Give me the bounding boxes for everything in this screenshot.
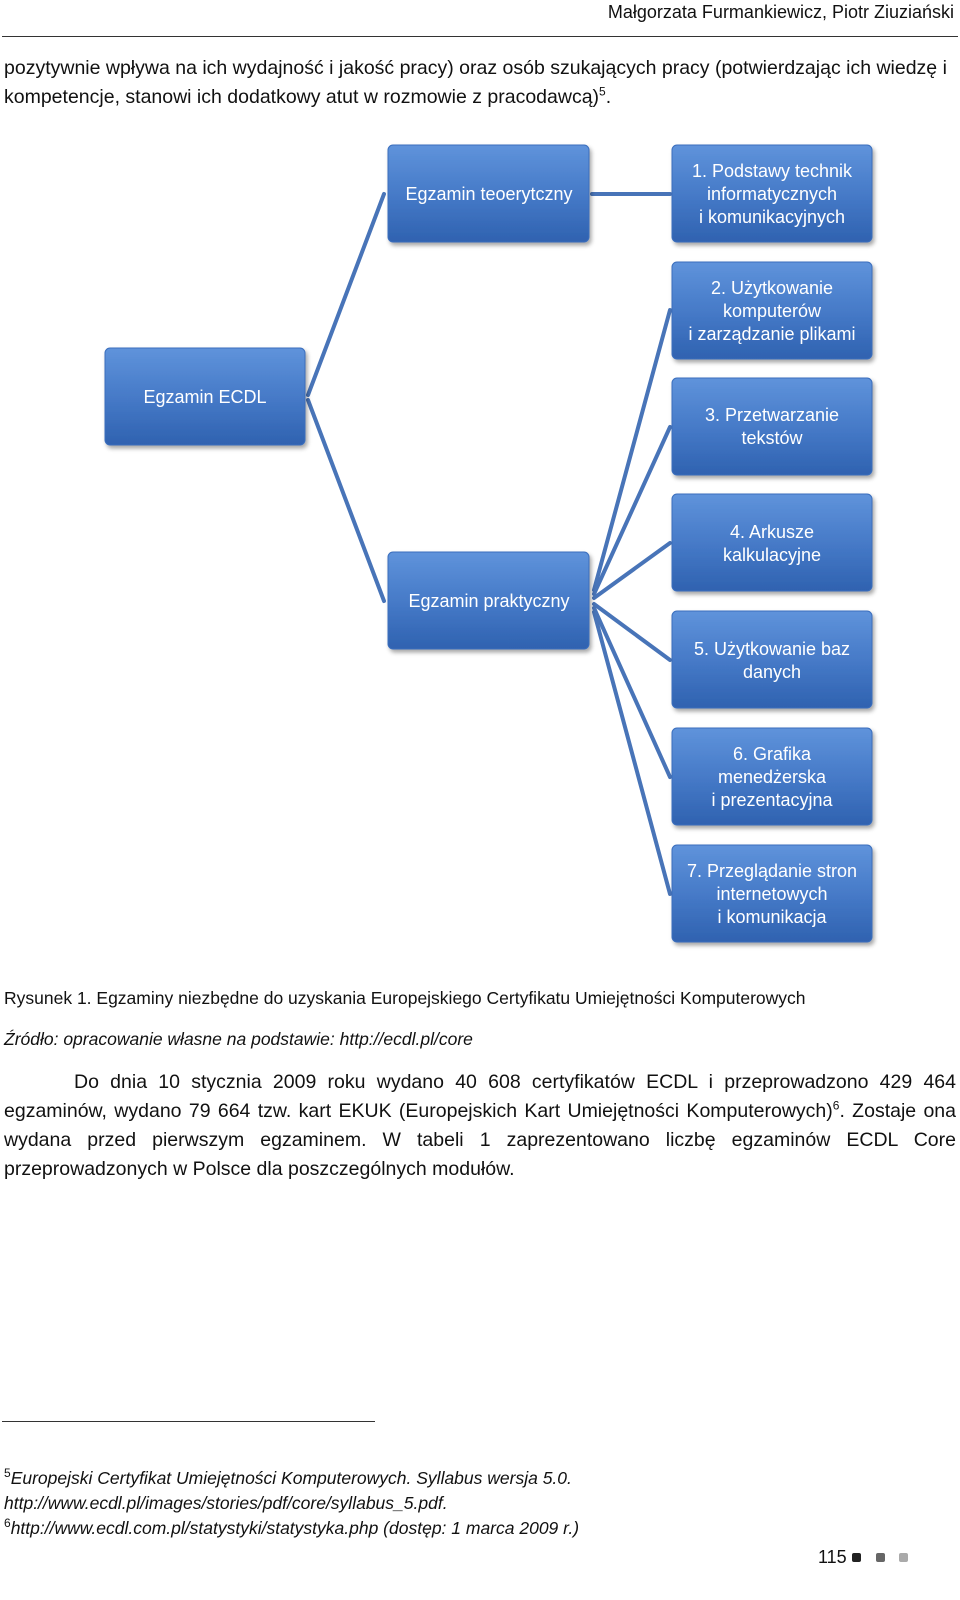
module-box-5: 5. Użytkowanie baz danych xyxy=(671,610,873,709)
module-7-line-2: internetowych xyxy=(716,884,827,904)
connector-practice-module-6 xyxy=(592,606,672,779)
intro-end: . xyxy=(605,86,612,108)
module-box-4: 4. Arkusze kalkulacyjne xyxy=(671,493,873,592)
connector-root-practice xyxy=(306,398,386,603)
module-1-line-2: informatycznych xyxy=(707,184,837,204)
module-box-6: 6. Grafika menedżerska i prezentacyjna xyxy=(671,727,873,826)
footnote-5: 5Europejski Certyfikat Umiejętności Komp… xyxy=(4,1466,572,1516)
module-box-7: 7. Przeglądanie stron internetowych i ko… xyxy=(671,844,873,943)
footnote-ref-6: 6 xyxy=(832,1098,840,1113)
connector-root-theory xyxy=(306,192,386,397)
module-4-line-2: kalkulacyjne xyxy=(723,545,821,565)
branch-box-practice: Egzamin praktyczny xyxy=(387,551,590,650)
module-6-line-1: 6. Grafika xyxy=(733,744,812,764)
ecdl-exam-diagram: Egzamin ECDL Egzamin teoerytczny Egzamin… xyxy=(104,144,873,943)
module-2-line-3: i zarządzanie plikami xyxy=(688,324,855,344)
module-1-line-3: i komunikacyjnych xyxy=(699,207,845,227)
root-label: Egzamin ECDL xyxy=(143,387,266,407)
intro-paragraph: pozytywnie wpływa na ich wydajność i jak… xyxy=(4,54,956,112)
connector-practice-module-7 xyxy=(592,610,672,896)
footnote-5-number: 5 xyxy=(4,1466,11,1481)
footnote-ref-5: 5 xyxy=(599,84,606,99)
header-rule xyxy=(2,36,958,37)
footnote-6-line-1: http://www.ecdl.com.pl/statystyki/statys… xyxy=(10,1518,580,1538)
connector-practice-module-5 xyxy=(592,602,672,662)
branch-practice-label: Egzamin praktyczny xyxy=(408,591,569,611)
page-number: 115 xyxy=(818,1547,847,1567)
footnote-5-line-2: http://www.ecdl.pl/images/stories/pdf/co… xyxy=(4,1493,448,1513)
module-2-line-1: 2. Użytkowanie xyxy=(711,278,833,298)
root-box-ecdl: Egzamin ECDL xyxy=(104,347,306,446)
branch-box-theory: Egzamin teoerytczny xyxy=(387,144,590,243)
connector-practice-module-2 xyxy=(592,308,672,592)
footnote-6-number: 6 xyxy=(4,1516,11,1531)
running-header-authors: Małgorzata Furmankiewicz, Piotr Ziuziańs… xyxy=(607,2,954,22)
module-box-2: 2. Użytkowanie komputerów i zarządzanie … xyxy=(671,261,873,360)
module-1-line-1: 1. Podstawy technik xyxy=(692,161,853,181)
module-3-line-1: 3. Przetwarzanie xyxy=(705,405,839,425)
page-decoration-dots xyxy=(852,1553,908,1562)
figure-source: Źródło: opracowanie własne na podstawie:… xyxy=(4,1029,473,1049)
module-6-line-3: i prezentacyjna xyxy=(711,790,833,810)
module-7-line-1: 7. Przeglądanie stron xyxy=(687,861,857,881)
footnote-rule xyxy=(2,1421,375,1422)
module-7-line-3: i komunikacja xyxy=(717,907,827,927)
module-box-3: 3. Przetwarzanie tekstów xyxy=(671,377,873,476)
module-5-line-2: danych xyxy=(743,662,801,682)
connector-practice-module-4 xyxy=(592,541,672,600)
body-text-a: Do dnia 10 stycznia 2009 roku wydano 40 … xyxy=(4,1071,956,1122)
connectors xyxy=(306,192,672,896)
connector-practice-module-3 xyxy=(592,425,672,596)
module-2-line-2: komputerów xyxy=(723,301,822,321)
footnote-5-line-1: Europejski Certyfikat Umiejętności Kompu… xyxy=(10,1468,572,1488)
body-paragraph: Do dnia 10 stycznia 2009 roku wydano 40 … xyxy=(4,1068,956,1184)
module-3-line-2: tekstów xyxy=(741,428,803,448)
branch-theory-label: Egzamin teoerytczny xyxy=(405,184,572,204)
module-4-line-1: 4. Arkusze xyxy=(730,522,814,542)
body-text-b: . Zostaje ona wydana przed pierwszym egz… xyxy=(4,1100,956,1180)
module-box-1: 1. Podstawy technik informatycznych i ko… xyxy=(671,144,873,243)
figure-caption: Rysunek 1. Egzaminy niezbędne do uzyskan… xyxy=(4,988,806,1008)
intro-text: pozytywnie wpływa na ich wydajność i jak… xyxy=(4,57,947,108)
module-6-line-2: menedżerska xyxy=(718,767,827,787)
module-5-line-1: 5. Użytkowanie baz xyxy=(694,639,850,659)
footnote-6: 6http://www.ecdl.com.pl/statystyki/staty… xyxy=(4,1516,579,1541)
